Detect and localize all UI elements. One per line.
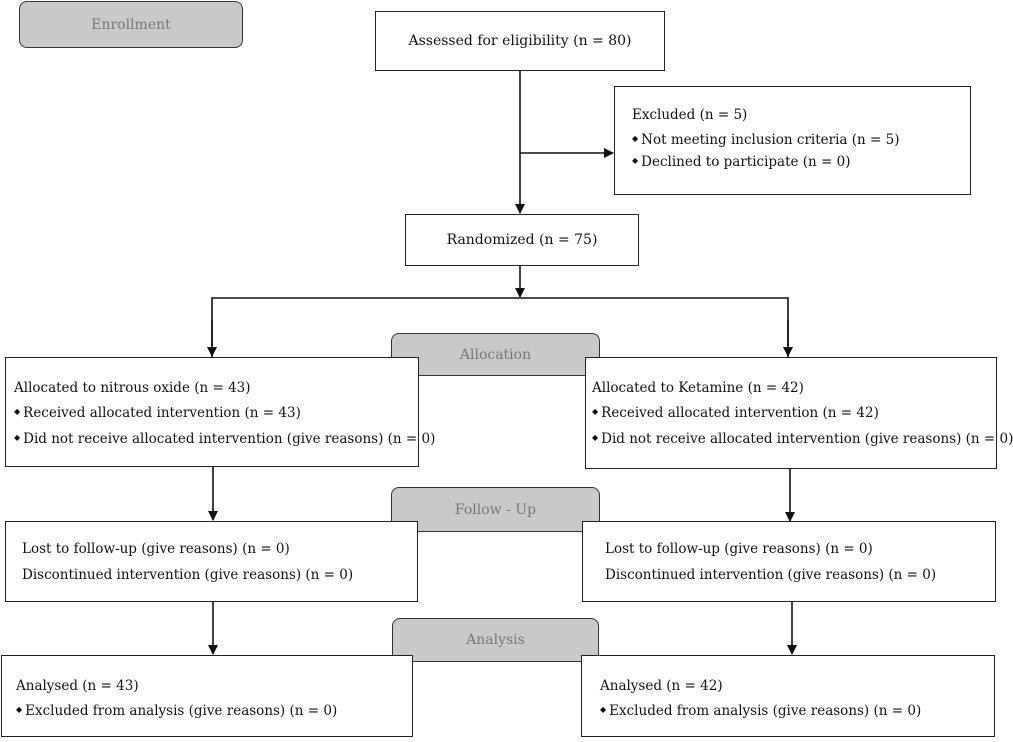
- randomized-text: Randomized (n = 75): [446, 232, 598, 248]
- left-allocation-item: Did not receive allocated intervention (…: [14, 431, 435, 447]
- stage-allocation: Allocation: [391, 333, 600, 376]
- right-followup-box: Lost to follow-up (give reasons) (n = 0)…: [582, 521, 996, 602]
- stage-analysis-label: Analysis: [466, 632, 525, 648]
- right-allocation-item: Received allocated intervention (n = 42): [592, 405, 879, 421]
- left-analysis-title: Analysed (n = 43): [16, 678, 139, 694]
- right-analysis-box: Analysed (n = 42) Excluded from analysis…: [581, 655, 995, 737]
- right-analysis-title: Analysed (n = 42): [600, 678, 723, 694]
- left-followup-box: Lost to follow-up (give reasons) (n = 0)…: [5, 521, 418, 602]
- stage-analysis: Analysis: [392, 618, 599, 662]
- assessed-box: Assessed for eligibility (n = 80): [375, 11, 665, 71]
- right-allocation-box: Allocated to Ketamine (n = 42) Received …: [585, 357, 1013, 469]
- right-allocation-item: Did not receive allocated intervention (…: [592, 431, 1013, 447]
- stage-follow-up: Follow - Up: [391, 487, 600, 532]
- left-allocation-title: Allocated to nitrous oxide (n = 43): [14, 380, 251, 396]
- left-analysis-item: Excluded from analysis (give reasons) (n…: [16, 703, 337, 719]
- right-allocation-title: Allocated to Ketamine (n = 42): [592, 380, 804, 396]
- left-allocation-item: Received allocated intervention (n = 43): [14, 405, 301, 421]
- left-followup-item: Lost to follow-up (give reasons) (n = 0): [22, 541, 290, 557]
- left-analysis-box: Analysed (n = 43) Excluded from analysis…: [1, 655, 413, 737]
- right-followup-item: Lost to follow-up (give reasons) (n = 0): [605, 541, 873, 557]
- right-analysis-item: Excluded from analysis (give reasons) (n…: [600, 703, 921, 719]
- excluded-title: Excluded (n = 5): [632, 107, 748, 123]
- right-followup-item: Discontinued intervention (give reasons)…: [605, 567, 937, 583]
- left-followup-item: Discontinued intervention (give reasons)…: [22, 567, 354, 583]
- stage-follow-up-label: Follow - Up: [454, 501, 537, 518]
- left-allocation-box: Allocated to nitrous oxide (n = 43) Rece…: [5, 357, 435, 467]
- randomized-box: Randomized (n = 75): [405, 214, 639, 266]
- stage-allocation-label: Allocation: [459, 346, 532, 363]
- excluded-item: Declined to participate (n = 0): [632, 154, 850, 170]
- excluded-box: Excluded (n = 5) Not meeting inclusion c…: [614, 86, 971, 195]
- stage-enrollment: Enrollment: [19, 1, 243, 48]
- stage-enrollment-label: Enrollment: [91, 16, 171, 33]
- assessed-text: Assessed for eligibility (n = 80): [408, 33, 632, 49]
- excluded-item: Not meeting inclusion criteria (n = 5): [632, 132, 899, 148]
